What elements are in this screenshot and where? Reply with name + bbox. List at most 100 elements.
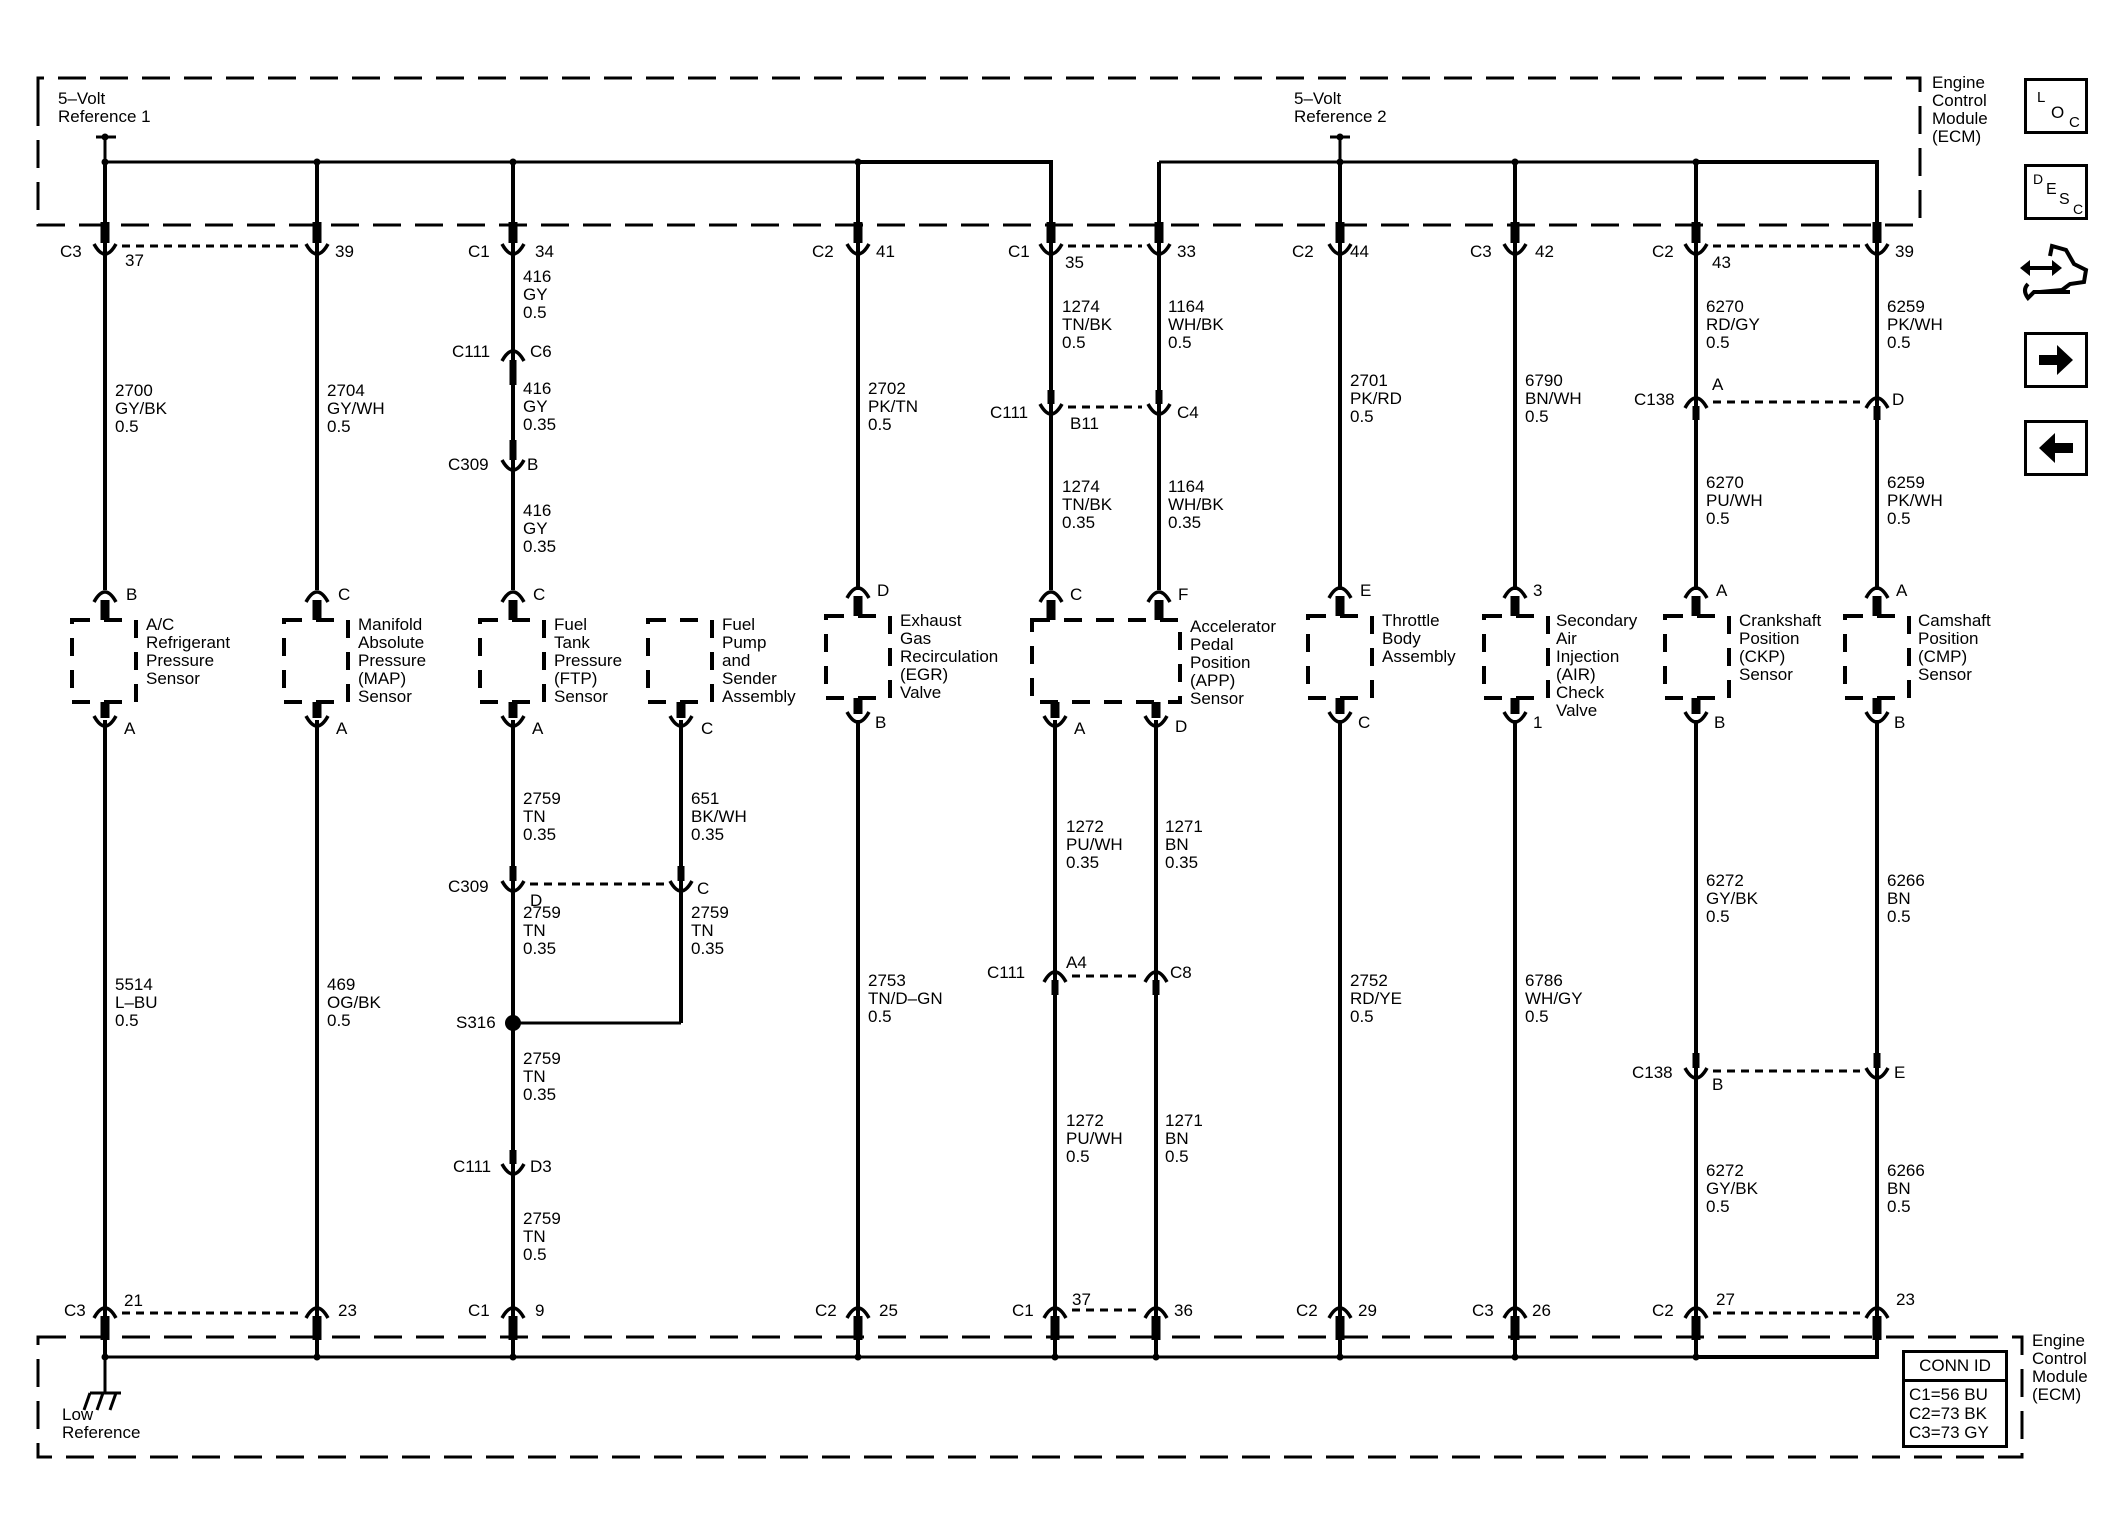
pin-label: A xyxy=(124,719,136,738)
inline-connector-label: C111 xyxy=(452,342,491,361)
wire-label: 1274 TN/BK 0.35 xyxy=(1062,477,1113,532)
ref2-label: 5–Volt Reference 2 xyxy=(1294,89,1387,126)
next-arrow-icon[interactable] xyxy=(2024,332,2088,388)
pin-label: E xyxy=(1360,581,1372,600)
pin-label: 34 xyxy=(535,242,554,261)
connector-id-header: CONN ID xyxy=(1905,1353,2005,1382)
wire-label: 6790 BN/WH 0.5 xyxy=(1525,371,1582,426)
wire-label: 1164 WH/BK 0.35 xyxy=(1168,477,1224,532)
pin-label: C xyxy=(701,719,714,738)
wire-label: 2759 TN 0.5 xyxy=(523,1209,561,1264)
egr-valve: Exhaust Gas Recirculation (EGR) Valve xyxy=(900,611,999,702)
pin-label: C xyxy=(1070,585,1083,604)
wire-label: 2759 TN 0.35 xyxy=(523,1049,561,1104)
connector-label: C1 xyxy=(468,1301,490,1320)
cmp-sensor: Camshaft Position (CMP) Sensor xyxy=(1918,611,1991,684)
wire-label: 2753 TN/D–GN 0.5 xyxy=(868,971,943,1026)
ftp-sensor: Fuel Tank Pressure (FTP) Sensor xyxy=(554,615,623,706)
wire-label: 2702 PK/TN 0.5 xyxy=(868,379,919,434)
pin-label: 23 xyxy=(338,1301,357,1320)
wire-label: 6259 PK/WH 0.5 xyxy=(1887,473,1943,528)
throttle-body-assembly: Throttle Body Assembly xyxy=(1382,611,1456,666)
pin-label: F xyxy=(1178,585,1189,604)
inline-pin-label: B xyxy=(527,455,539,474)
connector-label: C1 xyxy=(1008,242,1030,261)
pin-label: 21 xyxy=(124,1291,143,1310)
pin-label: A xyxy=(1896,581,1908,600)
description-icon[interactable]: D E S C xyxy=(2024,164,2088,220)
inline-connector-label: C309 xyxy=(448,877,489,896)
inline-connector-label: C111 xyxy=(453,1157,492,1176)
pin-label: 33 xyxy=(1177,242,1196,261)
pin-label: B xyxy=(875,713,887,732)
connector-label: C2 xyxy=(812,242,834,261)
inline-pin-label: C4 xyxy=(1177,403,1199,422)
connector-id-row: C3=73 GY xyxy=(1909,1423,1989,1442)
wire-label: 2704 GY/WH 0.5 xyxy=(327,381,385,436)
connector-label: C3 xyxy=(1470,242,1492,261)
wire-label: 2759 TN 0.35 xyxy=(523,903,561,958)
location-icon[interactable]: L O C xyxy=(2024,78,2088,134)
inline-pin-label: A xyxy=(1712,375,1724,394)
ac-refrigerant-pressure-sensor: A/C Refrigerant Pressure Sensor xyxy=(146,615,231,688)
connector-label: C2 xyxy=(1652,242,1674,261)
pin-label: B xyxy=(1714,713,1726,732)
wire-label: 5514 L–BU 0.5 xyxy=(115,975,158,1030)
pin-label: A xyxy=(532,719,544,738)
wire-label: 469 OG/BK 0.5 xyxy=(327,975,381,1030)
pin-label: 36 xyxy=(1174,1301,1193,1320)
pin-label: 25 xyxy=(879,1301,898,1320)
pin-label: A xyxy=(1716,581,1728,600)
pin-label: 39 xyxy=(335,242,354,261)
pin-label: 37 xyxy=(125,251,144,270)
pin-label: B xyxy=(126,585,138,604)
wire-label: 1274 TN/BK 0.5 xyxy=(1062,297,1113,352)
inline-pin-label: C6 xyxy=(530,342,552,361)
inline-connector-label: C309 xyxy=(448,455,489,474)
wire-label: 2700 GY/BK 0.5 xyxy=(115,381,167,436)
ecm-top-boundary xyxy=(36,76,1922,227)
inline-pin-label: A4 xyxy=(1066,953,1087,972)
wire-label: 6270 PU/WH 0.5 xyxy=(1706,473,1763,528)
pin-label: 29 xyxy=(1358,1301,1377,1320)
connector-harness-icon[interactable] xyxy=(2018,242,2094,312)
pin-label: 42 xyxy=(1535,242,1554,261)
app-sensor: Accelerator Pedal Position (APP) Sensor xyxy=(1190,617,1276,708)
inline-pin-label: D xyxy=(530,891,543,910)
wire-label: 6266 BN 0.5 xyxy=(1887,1161,1925,1216)
connector-label: C1 xyxy=(468,242,490,261)
wire-label: 1272 PU/WH 0.5 xyxy=(1066,1111,1123,1166)
connector-label: C2 xyxy=(815,1301,837,1320)
ref1-label: 5–Volt Reference 1 xyxy=(58,89,151,126)
ecm-bottom-label: Engine Control Module (ECM) xyxy=(2032,1331,2088,1404)
wire-label: 416 GY 0.5 xyxy=(523,267,552,322)
connector-label: C2 xyxy=(1296,1301,1318,1320)
previous-arrow-icon[interactable] xyxy=(2024,420,2088,476)
wire-label: 651 BK/WH 0.35 xyxy=(691,789,747,844)
connector-label: C2 xyxy=(1292,242,1314,261)
top-connector-cups xyxy=(92,243,1890,256)
connector-id-row: C1=56 BU xyxy=(1909,1385,1988,1404)
inline-pin-label: E xyxy=(1894,1063,1906,1082)
pin-label: 35 xyxy=(1065,253,1084,272)
pin-label: 39 xyxy=(1895,242,1914,261)
pin-label: A xyxy=(336,719,348,738)
connector-label: C1 xyxy=(1012,1301,1034,1320)
map-sensor: Manifold Absolute Pressure (MAP) Sensor xyxy=(358,615,427,706)
wire-label: 1164 WH/BK 0.5 xyxy=(1168,297,1224,352)
wire-label: 1272 PU/WH 0.35 xyxy=(1066,817,1123,872)
inline-pin-label: D3 xyxy=(530,1157,552,1176)
connector-label: C3 xyxy=(64,1301,86,1320)
ecm-bottom-boundary xyxy=(36,1335,2024,1459)
inline-connector-label: C138 xyxy=(1634,390,1675,409)
inline-connector-label: C111 xyxy=(987,963,1026,982)
splice-label: S316 xyxy=(456,1013,496,1032)
wire-label: 1271 BN 0.35 xyxy=(1165,817,1203,872)
connector-id-table: CONN ID C1=56 BU C2=73 BK C3=73 GY xyxy=(1902,1350,2008,1448)
pin-label: C xyxy=(533,585,546,604)
wire-label: 2752 RD/YE 0.5 xyxy=(1350,971,1402,1026)
ecm-top-label: Engine Control Module (ECM) xyxy=(1932,73,1988,146)
pin-label: 27 xyxy=(1716,1290,1735,1309)
wire-label: 6272 GY/BK 0.5 xyxy=(1706,1161,1758,1216)
connector-label: C3 xyxy=(1472,1301,1494,1320)
